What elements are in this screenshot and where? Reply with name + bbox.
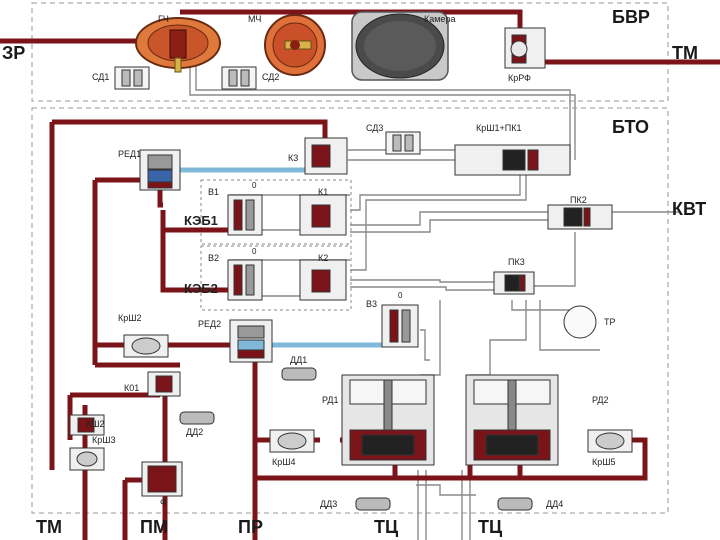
filter-label: Ф bbox=[160, 497, 167, 507]
v1-label: В1 bbox=[208, 187, 220, 197]
krf-label: КрРФ bbox=[508, 73, 531, 83]
tm-bottom-line-label: ТМ bbox=[36, 517, 62, 537]
pm-line-label: ПМ bbox=[140, 517, 168, 537]
rd1-label: РД1 bbox=[322, 395, 339, 405]
pr-line-label: ПР bbox=[238, 517, 263, 537]
rd1-relay bbox=[341, 374, 435, 466]
krsh5-label: КрШ5 bbox=[592, 457, 616, 467]
tm-top-line-label: ТМ bbox=[672, 43, 698, 63]
valve-zero-3: 0 bbox=[398, 291, 403, 300]
v2-label: В2 bbox=[208, 253, 220, 263]
k2-label: К2 bbox=[318, 253, 329, 263]
gch-label: ГЧ bbox=[158, 14, 169, 24]
bvr-label: БВР bbox=[612, 7, 650, 27]
dd1-label: ДД1 bbox=[290, 355, 308, 365]
bto-label: БТО bbox=[612, 117, 650, 137]
k01-label: К01 bbox=[124, 383, 140, 393]
tc-right-line-label: ТЦ bbox=[478, 517, 503, 537]
krsh1-pk1-label: КрШ1+ПК1 bbox=[476, 123, 522, 133]
dd4-label: ДД4 bbox=[546, 499, 564, 509]
keb2-border bbox=[200, 245, 352, 311]
dd3-label: ДД3 bbox=[320, 499, 338, 509]
camera-device bbox=[351, 11, 449, 81]
v3-label: В3 bbox=[366, 299, 378, 309]
krsh2-label: КрШ2 bbox=[118, 313, 142, 323]
sd2-label: СД2 bbox=[262, 72, 280, 82]
dd2-label: ДД2 bbox=[186, 427, 204, 437]
keb1-label: КЭБ1 bbox=[184, 213, 218, 228]
valve-zero-1: 0 bbox=[252, 181, 257, 190]
keb2-label: КЭБ2 bbox=[184, 281, 218, 296]
valve-zero-2: 0 bbox=[252, 247, 257, 256]
k3-label: К3 bbox=[288, 153, 299, 163]
pk3-label: ПК3 bbox=[508, 257, 525, 267]
krsh3-label: КрШ3 bbox=[92, 435, 116, 445]
bvr-block-border bbox=[31, 2, 669, 102]
kvt-line-label: КВТ bbox=[672, 199, 707, 219]
small-valves bbox=[69, 27, 633, 511]
mch-device bbox=[264, 14, 326, 76]
sd1-label: СД1 bbox=[92, 72, 110, 82]
mch-label: МЧ bbox=[248, 14, 262, 24]
rd2-relay bbox=[465, 374, 559, 466]
red1-label: РЕД1 bbox=[118, 149, 142, 159]
sd3-label: СД3 bbox=[366, 123, 384, 133]
zr-line-label: ЗР bbox=[2, 43, 26, 63]
tc-left-line-label: ТЦ bbox=[374, 517, 399, 537]
red2-label: РЕД2 bbox=[198, 319, 222, 329]
bto-block-border bbox=[31, 107, 669, 514]
k1-label: К1 bbox=[318, 187, 329, 197]
keb1-border bbox=[200, 179, 352, 245]
rd2-label: РД2 bbox=[592, 395, 609, 405]
camera-label: Камера bbox=[424, 14, 456, 24]
gch-device bbox=[135, 17, 221, 73]
k02-label: КШ2 bbox=[86, 419, 105, 429]
krsh4-label: КрШ4 bbox=[272, 457, 296, 467]
tr-label: ТР bbox=[604, 317, 616, 327]
pk2-label: ПК2 bbox=[570, 195, 587, 205]
